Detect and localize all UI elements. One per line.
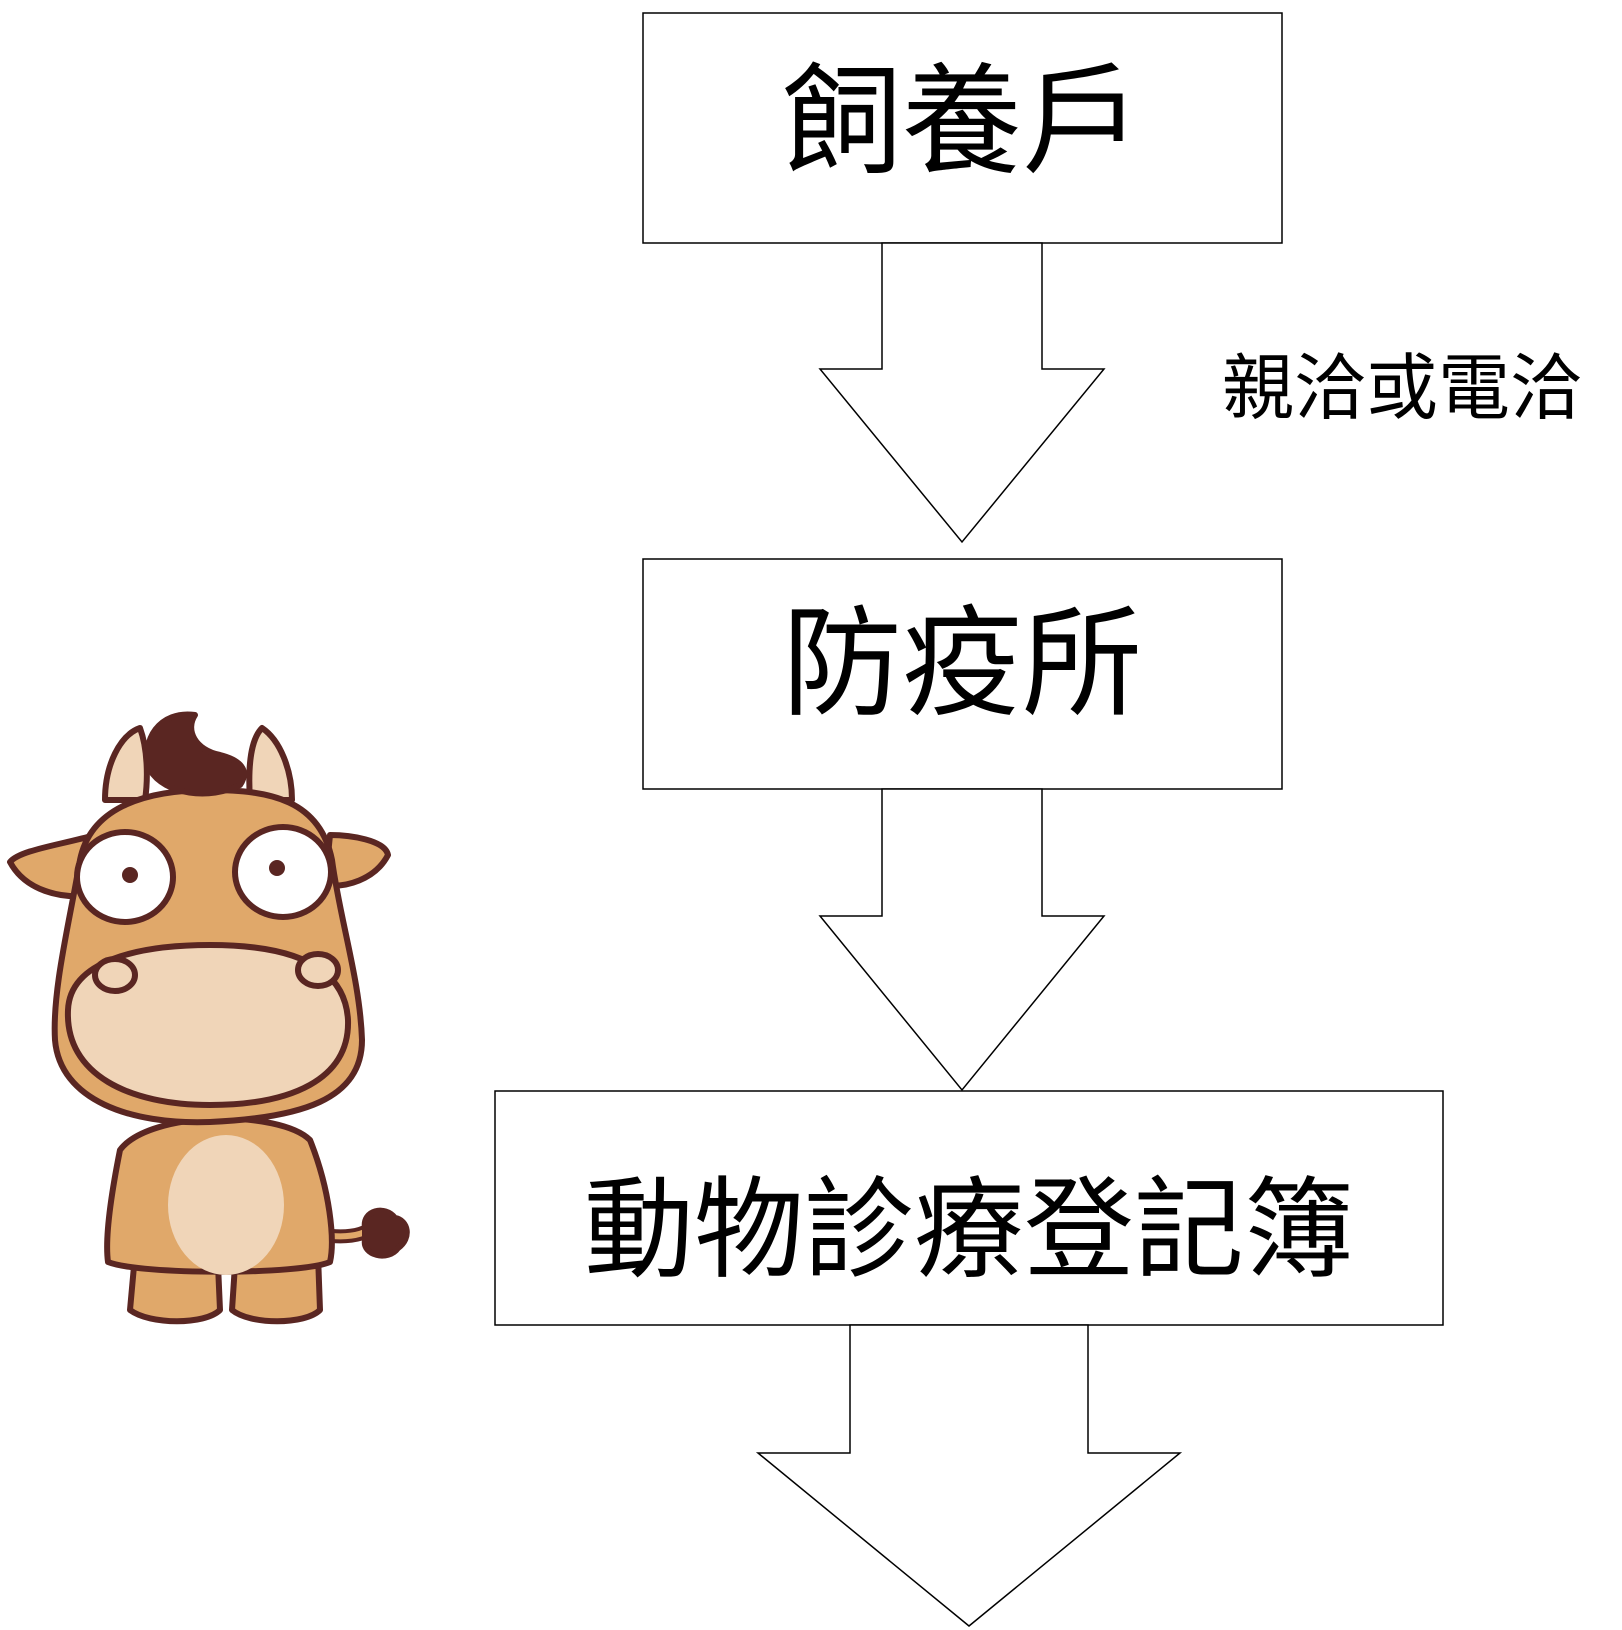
node-box-quarantine (642, 558, 1283, 790)
node-label-register: 動物診療登記簿 (584, 1166, 1354, 1294)
flow-arrow-3 (755, 1324, 1183, 1627)
cow-mascot-illustration (7, 711, 410, 1325)
node-box-register (494, 1090, 1444, 1326)
node-label-farmer: 飼養戶 (782, 53, 1142, 192)
flow-arrow-2 (818, 788, 1106, 1092)
node-box-farmer (642, 12, 1283, 244)
flow-arrow-1 (818, 242, 1106, 544)
arrow-note-contact: 親洽或電洽 (1222, 346, 1582, 430)
node-label-quarantine: 防疫所 (782, 595, 1142, 734)
